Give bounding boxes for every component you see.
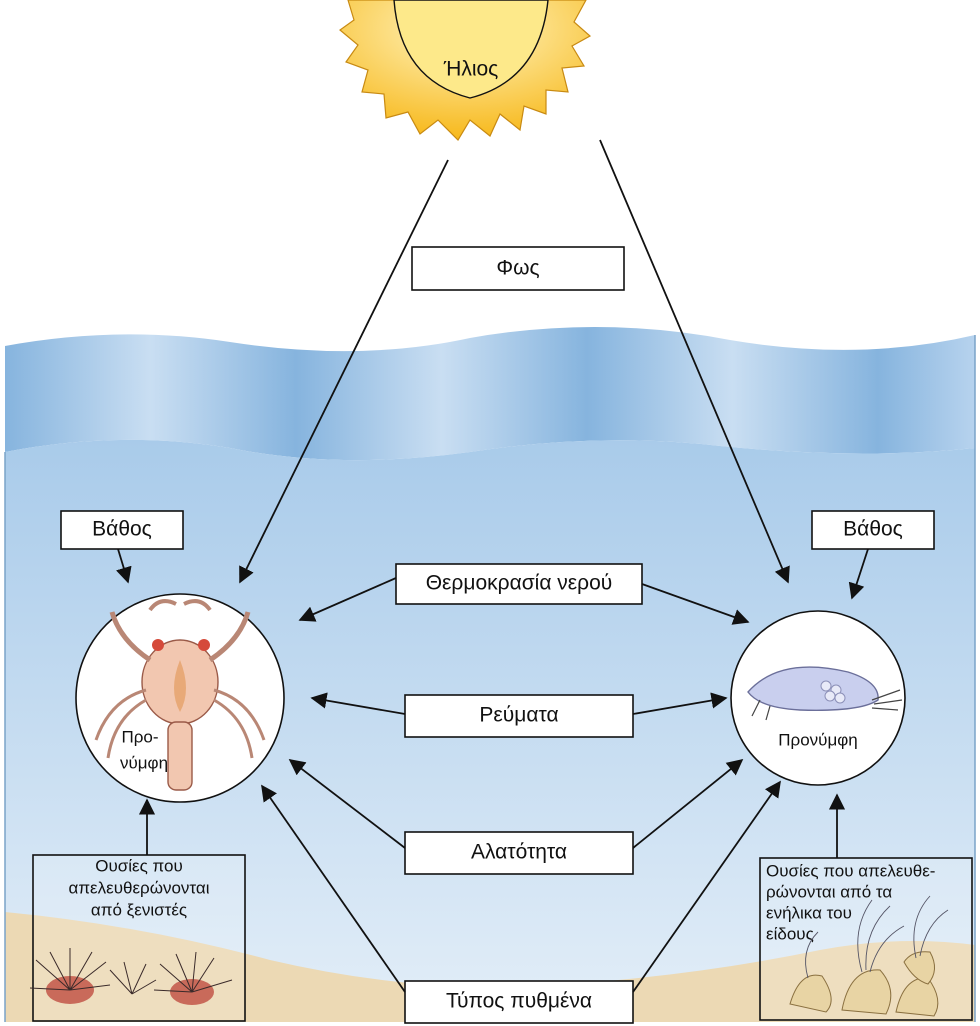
depth-right-label: Βάθος <box>843 518 903 541</box>
light-label: Φως <box>496 257 539 280</box>
adult-substances-line2: ρώνονται από τα <box>766 882 892 901</box>
host-substances-line1: Ουσίες που <box>95 856 183 875</box>
sun-label: Ήλιος <box>443 58 499 81</box>
salinity-label: Αλατότητα <box>471 841 567 864</box>
adult-substances-line1: Ουσίες που απελευθε- <box>766 861 935 880</box>
ocean-surface <box>5 327 975 460</box>
left-larva-label-line2: νύμφη <box>120 753 168 772</box>
adult-substances-line4: είδους <box>766 924 814 943</box>
right-larva-label: Προνύμφη <box>778 730 857 749</box>
depth-left-label: Βάθος <box>92 518 152 541</box>
adult-substances-line3: ενήλικα του <box>766 903 852 922</box>
bottom-type-label: Τύπος πυθμένα <box>446 990 592 1013</box>
host-substances-line3: από ξενιστές <box>91 900 187 919</box>
currents-label: Ρεύματα <box>479 704 558 727</box>
host-substances-line2: απελευθερώνονται <box>68 878 209 897</box>
water-temperature-label: Θερμοκρασία νερού <box>426 572 613 595</box>
left-larva-label-line1: Προ- <box>121 727 158 746</box>
